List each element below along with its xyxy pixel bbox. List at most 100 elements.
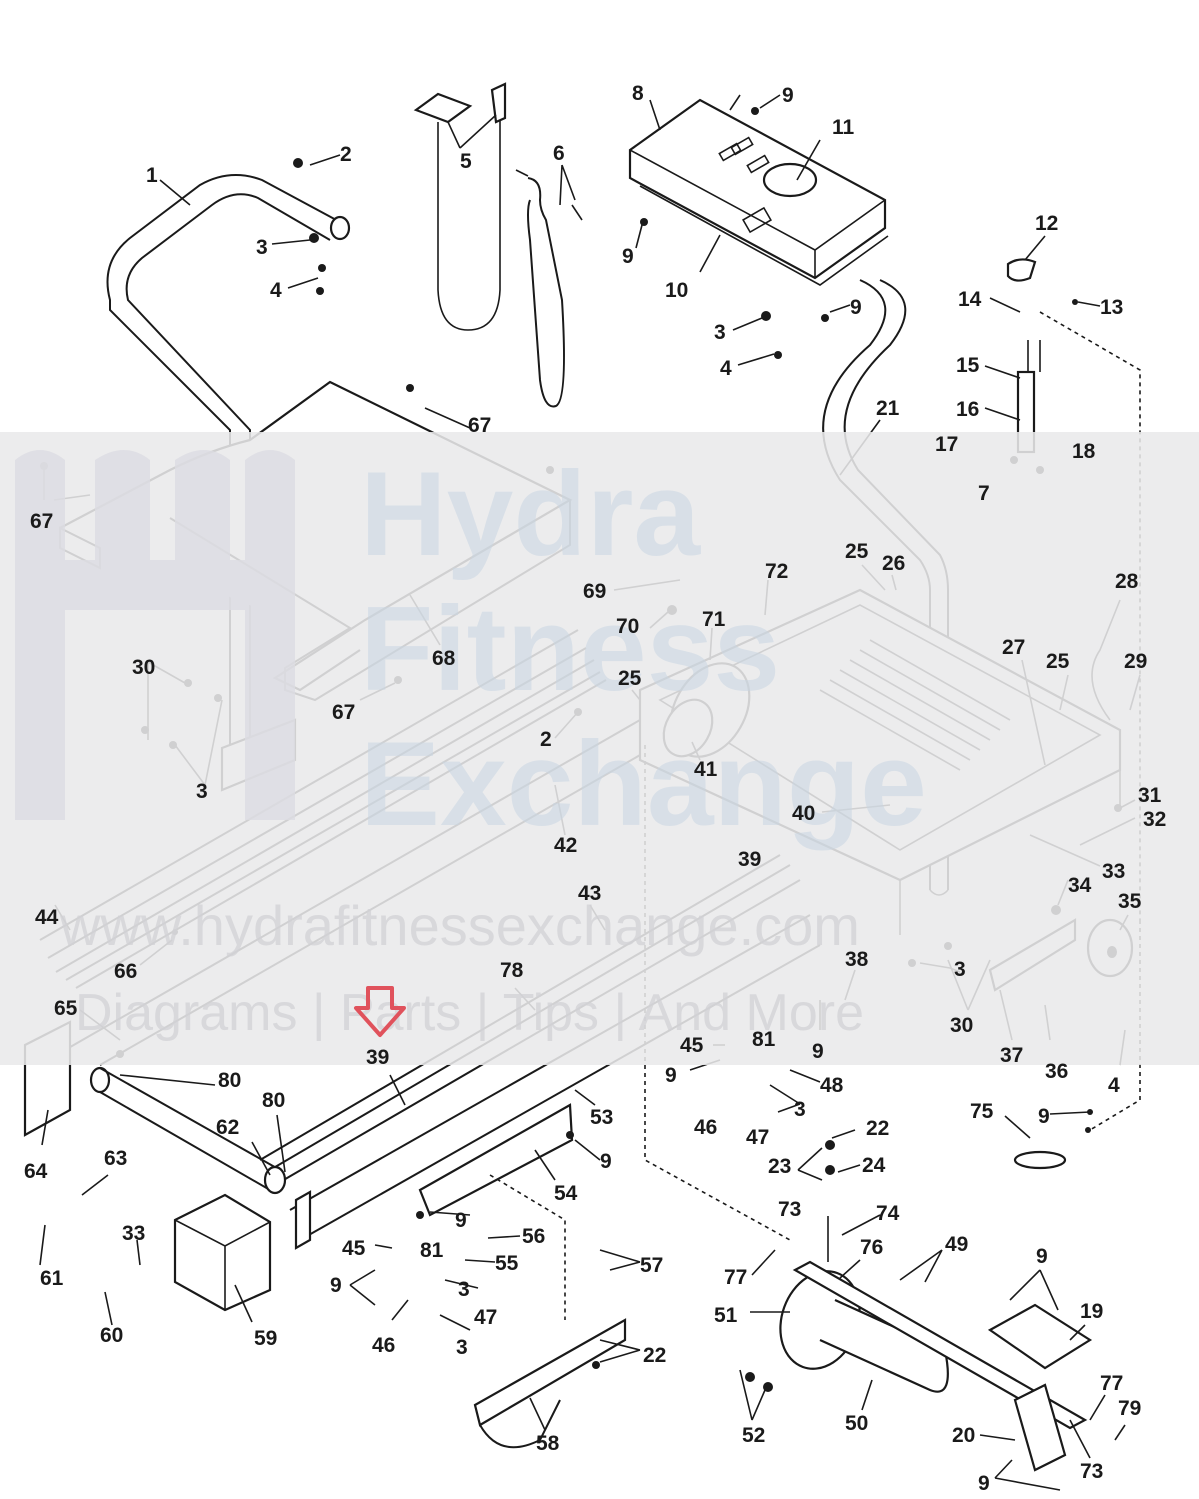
callout: 3 xyxy=(714,321,726,344)
callout: 46 xyxy=(694,1116,717,1139)
callout: 11 xyxy=(832,116,855,139)
callout: 22 xyxy=(866,1117,889,1140)
callout: 58 xyxy=(536,1432,560,1455)
callout: 3 xyxy=(256,236,268,259)
callout: 12 xyxy=(1035,212,1058,235)
callout: 3 xyxy=(794,1098,806,1121)
callout: 77 xyxy=(724,1266,747,1289)
callout: 57 xyxy=(640,1254,663,1277)
callout: 19 xyxy=(1080,1300,1103,1323)
callout: 32 xyxy=(1143,808,1166,831)
callout: 71 xyxy=(702,608,726,631)
callout: 39 xyxy=(366,1046,389,1069)
callout: 48 xyxy=(820,1074,844,1097)
callout: 20 xyxy=(952,1424,975,1447)
callout: 65 xyxy=(54,997,78,1020)
callout: 24 xyxy=(862,1154,886,1177)
callout: 26 xyxy=(882,552,905,575)
callout: 70 xyxy=(616,615,639,638)
callout: 10 xyxy=(665,279,688,302)
callout: 16 xyxy=(956,398,979,421)
callout: 72 xyxy=(765,560,788,583)
callout: 56 xyxy=(522,1225,545,1248)
callout: 38 xyxy=(845,948,869,971)
callout: 25 xyxy=(1046,650,1070,673)
callout: 61 xyxy=(40,1267,64,1290)
callout: 50 xyxy=(845,1412,868,1435)
callout: 36 xyxy=(1045,1060,1068,1083)
watermark-url: www.hydrafitnessexchange.com xyxy=(59,894,860,957)
callout: 74 xyxy=(876,1202,900,1225)
left-handrail xyxy=(106,174,351,760)
callout: 5 xyxy=(460,150,472,173)
callout: 67 xyxy=(468,414,491,437)
callout: 68 xyxy=(432,647,456,670)
callout: 59 xyxy=(254,1327,277,1350)
callout: 76 xyxy=(860,1236,883,1259)
callout: 3 xyxy=(954,958,966,981)
callout: 73 xyxy=(1080,1460,1103,1483)
callout: 9 xyxy=(330,1274,342,1297)
callout: 43 xyxy=(578,882,601,905)
callout: 17 xyxy=(935,433,958,456)
callout: 21 xyxy=(876,397,900,420)
callout: 41 xyxy=(694,758,718,781)
callout: 9 xyxy=(978,1472,990,1495)
callout: 75 xyxy=(970,1100,994,1123)
callout: 79 xyxy=(1118,1397,1141,1420)
drive-motor-assembly xyxy=(779,1150,1093,1472)
callout: 81 xyxy=(752,1028,776,1051)
callout: 67 xyxy=(30,510,53,533)
callout: 15 xyxy=(956,354,980,377)
callout: 44 xyxy=(35,906,59,929)
callout: 9 xyxy=(455,1209,467,1232)
callout: 63 xyxy=(104,1147,127,1170)
callout: 80 xyxy=(218,1069,241,1092)
callout: 37 xyxy=(1000,1044,1023,1067)
callout: 3 xyxy=(196,780,208,803)
rear-roller xyxy=(23,1020,287,1312)
callout: 77 xyxy=(1100,1372,1123,1395)
callout: 2 xyxy=(340,143,352,166)
callout: 67 xyxy=(332,701,355,724)
callout: 27 xyxy=(1002,636,1025,659)
callout: 45 xyxy=(680,1034,704,1057)
callout: 30 xyxy=(132,656,155,679)
callout: 28 xyxy=(1115,570,1139,593)
callout: 33 xyxy=(122,1222,145,1245)
callout: 80 xyxy=(262,1089,285,1112)
callout: 66 xyxy=(114,960,137,983)
watermark-brand-line2: Fitness xyxy=(360,582,780,716)
callout: 31 xyxy=(1138,784,1162,807)
callout: 64 xyxy=(24,1160,48,1183)
callout: 73 xyxy=(778,1198,801,1221)
callout: 29 xyxy=(1124,650,1147,673)
callout: 46 xyxy=(372,1334,395,1357)
watermark: Hydra Fitness Exchange www.hydrafitnesse… xyxy=(0,432,1199,1065)
callout: 60 xyxy=(100,1324,123,1347)
console xyxy=(628,98,889,286)
callout: 9 xyxy=(622,245,634,268)
cable-assemblies xyxy=(413,82,583,408)
callout: 40 xyxy=(792,802,815,825)
callout: 22 xyxy=(643,1344,666,1367)
callout: 30 xyxy=(950,1014,973,1037)
watermark-tagline: Diagrams | Parts | Tips | And More xyxy=(75,984,864,1042)
watermark-brand-line1: Hydra xyxy=(360,447,701,581)
callout: 6 xyxy=(553,142,565,165)
callout: 49 xyxy=(945,1233,968,1256)
callout: 9 xyxy=(782,84,794,107)
callout: 25 xyxy=(618,667,642,690)
callout: 9 xyxy=(665,1064,677,1087)
callout: 3 xyxy=(456,1336,468,1359)
callout: 45 xyxy=(342,1237,366,1260)
callout: 4 xyxy=(270,279,282,302)
callout: 62 xyxy=(216,1116,239,1139)
callout: 1 xyxy=(146,164,158,187)
callout: 8 xyxy=(632,82,644,105)
callout: 78 xyxy=(500,959,524,982)
callout: 4 xyxy=(720,357,732,380)
callout: 9 xyxy=(600,1150,612,1173)
callout: 18 xyxy=(1072,440,1096,463)
callout: 34 xyxy=(1068,874,1092,897)
